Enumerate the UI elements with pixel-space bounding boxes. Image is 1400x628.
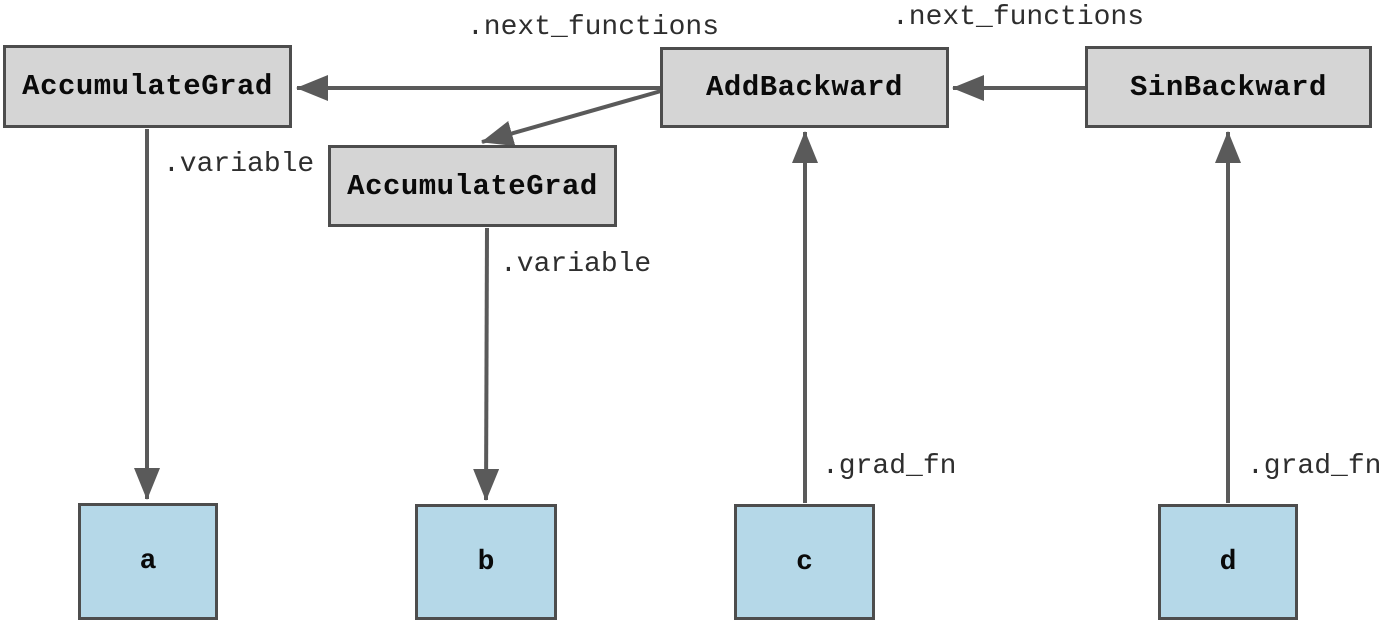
tensor-node-b: b xyxy=(415,504,557,620)
edge-label-grad-fn-d: .grad_fn xyxy=(1247,451,1382,482)
tensor-node-c: c xyxy=(734,504,875,620)
node-accumulategrad-left: AccumulateGrad xyxy=(3,45,292,128)
tensor-node-d: d xyxy=(1158,504,1298,620)
node-sinbackward: SinBackward xyxy=(1085,46,1372,128)
tensor-node-a: a xyxy=(78,503,218,620)
edge-label-next-functions-left: .next_functions xyxy=(467,12,720,43)
edge-label-grad-fn-c: .grad_fn xyxy=(822,451,957,482)
edge-label-variable-mid: .variable xyxy=(500,249,652,280)
edge-label-variable-left: .variable xyxy=(163,149,315,180)
edge-label-next-functions-right: .next_functions xyxy=(892,2,1145,33)
arrow-addbackward-to-accumulategrad-mid xyxy=(481,89,662,147)
node-accumulategrad-mid: AccumulateGrad xyxy=(328,145,617,227)
node-addbackward: AddBackward xyxy=(660,47,949,128)
arrow-accumulategrad-to-tensor-b xyxy=(473,227,500,501)
